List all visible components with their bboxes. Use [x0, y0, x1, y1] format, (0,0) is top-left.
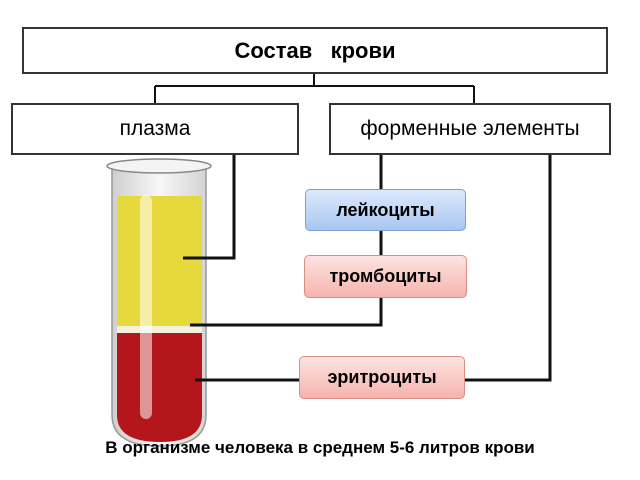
buffy-coat-layer: [117, 326, 202, 333]
plasma-layer: [117, 196, 202, 326]
tube-rim: [106, 158, 212, 174]
plasma-label: плазма: [119, 117, 191, 140]
layer-connectors: [183, 155, 552, 382]
red-blood-layer: [117, 333, 202, 442]
test-tube: [106, 158, 212, 447]
plasma-box: плазма: [11, 103, 299, 155]
erythro-connector: [465, 155, 552, 382]
tree-connectors: [154, 74, 475, 103]
thrombo-connector: [190, 298, 383, 327]
title-box: Состав крови: [22, 27, 608, 74]
erythrocytes-label: эритроциты: [327, 367, 437, 387]
title-text: Состав крови: [234, 37, 396, 63]
plasma-connector: [183, 155, 236, 260]
erythrocytes-box: эритроциты: [299, 356, 465, 399]
leukocytes-box: лейкоциты: [305, 189, 466, 231]
tube-highlight: [140, 195, 152, 419]
leukocytes-label: лейкоциты: [336, 199, 435, 220]
formed-elements-box: форменные элементы: [329, 103, 611, 155]
platelets-label: тромбоциты: [329, 266, 442, 286]
formed-elements-label: форменные элементы: [360, 117, 580, 140]
platelets-box: тромбоциты: [304, 255, 467, 298]
footer-caption: В организме человека в среднем 5-6 литро…: [105, 438, 535, 457]
